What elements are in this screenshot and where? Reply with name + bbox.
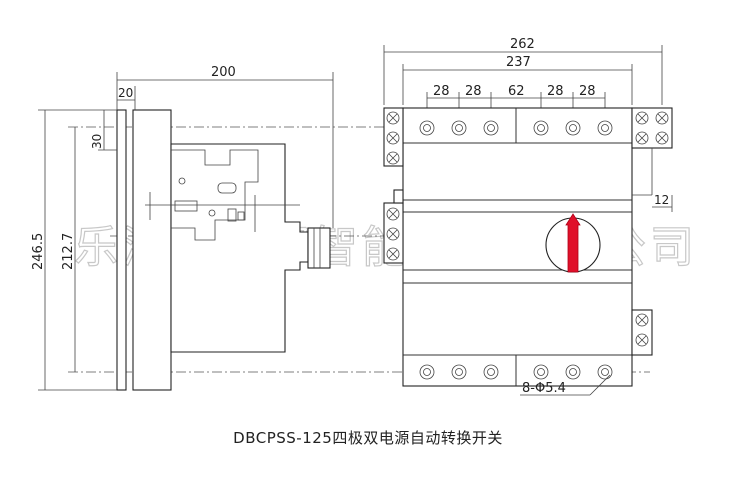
arrow-icon <box>565 213 581 273</box>
diagram-caption: DBCPSS-125四极双电源自动转换开关 <box>233 429 503 447</box>
dim-side-flange: 20 <box>118 86 133 100</box>
dim-front-body: 237 <box>506 55 531 70</box>
dim-side-width: 200 <box>211 65 236 80</box>
dim-pitch-1: 28 <box>433 84 450 99</box>
dim-edge-offset: 12 <box>654 193 669 207</box>
dim-pitch-mid: 62 <box>508 84 525 99</box>
dim-holes: 8-Φ5.4 <box>522 381 566 396</box>
dim-mount-height: 212.7 <box>61 233 76 270</box>
side-view: 200 20 246.5 212.7 30 <box>31 65 334 391</box>
front-view: 262 237 28 28 62 28 28 <box>383 37 673 396</box>
dim-total-height: 246.5 <box>31 233 46 270</box>
dim-pitch-2: 28 <box>465 84 482 99</box>
dim-front-total: 262 <box>510 37 535 52</box>
dim-pitch-4: 28 <box>579 84 596 99</box>
dim-pitch-3: 28 <box>547 84 564 99</box>
dim-top-offset: 30 <box>90 134 104 149</box>
